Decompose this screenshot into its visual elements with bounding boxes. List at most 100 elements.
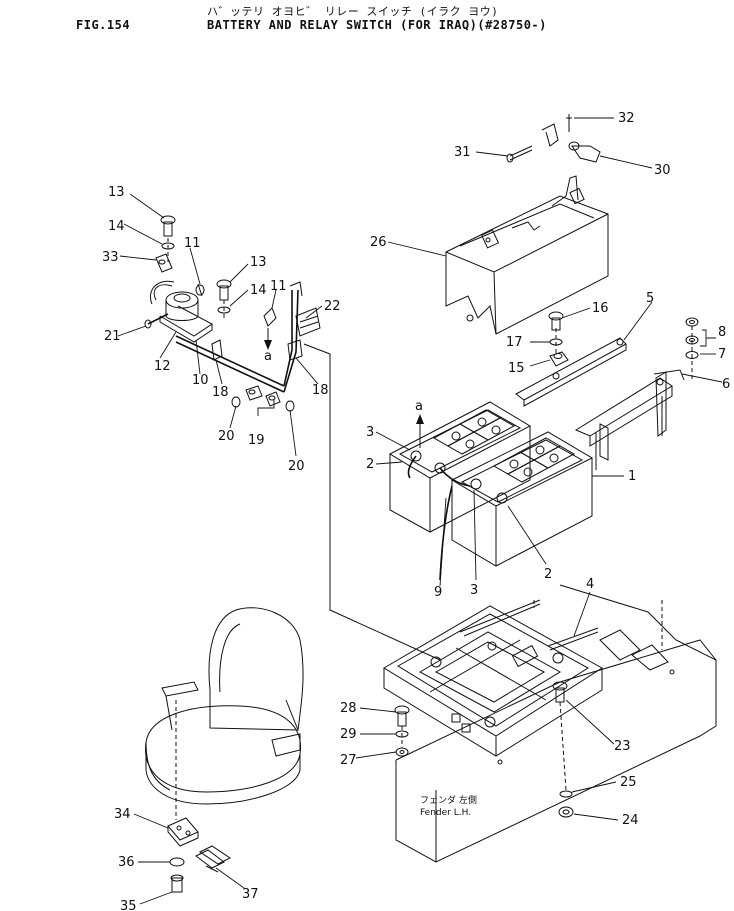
callout-28: 28 [340,701,357,716]
battery-cable-link [439,467,471,487]
callout-10: 10 [192,373,209,388]
hasp-bracket [541,123,559,147]
cotter-pin [566,114,572,132]
bolt-28 [394,705,410,727]
nut-27 [395,747,409,757]
callout-13-second: 13 [250,255,267,270]
callout-3: 3 [366,425,374,440]
hold-down-bar-5 [515,337,627,407]
washer-7 [685,351,699,359]
seat-bolts [195,845,231,873]
seat-washer [169,857,185,867]
fender-label-en: Fender L.H. [420,808,471,818]
callout-18-second: 18 [312,383,329,398]
ref-a-battery: a [415,399,423,414]
callout-15: 15 [508,361,525,376]
ref-a-arrowhead-2 [264,340,272,350]
callout-6: 6 [722,377,730,392]
callout-24: 24 [622,813,639,828]
bolt-13a [160,215,176,237]
ref-a-relay: a [264,349,272,364]
callout-31: 31 [454,145,471,160]
callout-1: 1 [628,469,636,484]
terminal-11b [263,307,277,327]
callout-11-second: 11 [270,279,287,294]
callout-16: 16 [592,301,609,316]
callout-12: 12 [154,359,171,374]
callout-20-second: 20 [288,459,305,474]
seat-bracket [167,817,199,847]
washer-25 [559,790,573,798]
nut-20a [231,396,241,408]
ref-a-arrowhead [416,414,424,424]
callout-20: 20 [218,429,235,444]
connector-22 [295,307,321,337]
battery-cover [445,175,609,335]
relay-to-tray-cable [303,343,441,661]
title-english: BATTERY AND RELAY SWITCH (FOR IRAQ)(#287… [207,18,547,32]
callout-18: 18 [212,385,229,400]
nut-24 [558,806,574,818]
title-japanese: ハ゛ッテリ オヨヒ゛ リレー スイッチ (イラク ヨウ) [207,5,499,18]
relay-harness-10 [175,281,303,393]
callout-22: 22 [324,299,341,314]
callout-7: 7 [718,347,726,362]
callout-13: 13 [108,185,125,200]
callout-37: 37 [242,887,259,902]
battery-right [450,431,594,567]
battery-terminal-cable [407,455,417,479]
battery-tray [383,599,603,757]
bolt-19b [265,391,281,407]
callout-35: 35 [120,899,137,911]
callout-11: 11 [184,236,201,251]
callout-3-second: 3 [470,583,478,598]
leader-lines [117,117,723,905]
nut-20b [285,400,295,412]
nut-8a [685,317,699,327]
callout-17: 17 [506,335,523,350]
seat-bolt [170,874,184,893]
bolt-16 [548,311,564,331]
callout-36: 36 [118,855,135,870]
callout-32: 32 [618,111,635,126]
centerline-23 [559,701,567,791]
callout-4: 4 [586,577,594,592]
callout-26: 26 [370,235,387,250]
callout-2: 2 [366,457,374,472]
bolt-13b [216,279,232,301]
cover-pin [506,145,533,163]
nut-15 [549,351,569,367]
bolt-19a [245,385,263,401]
callout-21: 21 [104,329,121,344]
bolt-23 [552,681,568,703]
callout-5: 5 [646,291,654,306]
operator-seat [145,607,304,805]
callout-14: 14 [108,219,125,234]
callout-29: 29 [340,727,357,742]
relay-cable-21 [144,313,169,329]
clip-33 [155,253,173,273]
callout-23: 23 [614,739,631,754]
fender-lh [395,584,717,863]
battery-cable-9 [439,485,453,581]
callout-19: 19 [248,433,265,448]
callout-34: 34 [114,807,131,822]
callout-2-second: 2 [544,567,552,582]
hold-down-bracket-6 [574,369,685,461]
figure-number: FIG.154 [76,18,131,32]
relay-switch-12 [150,280,213,343]
callout-labels: 32 31 30 26 13 14 33 11 13 14 11 22 21 1… [102,111,730,911]
callout-14-second: 14 [250,283,267,298]
clamp-18b [287,339,303,361]
callout-25: 25 [620,775,637,790]
terminal-11a [195,283,205,297]
cover-latch [568,141,601,163]
fender-label-jp: フェンダ 左側 [420,794,477,806]
clamp-18a [211,339,223,361]
callout-9: 9 [434,585,442,600]
callout-30: 30 [654,163,671,178]
battery-left [388,401,532,533]
callout-8: 8 [718,325,726,340]
